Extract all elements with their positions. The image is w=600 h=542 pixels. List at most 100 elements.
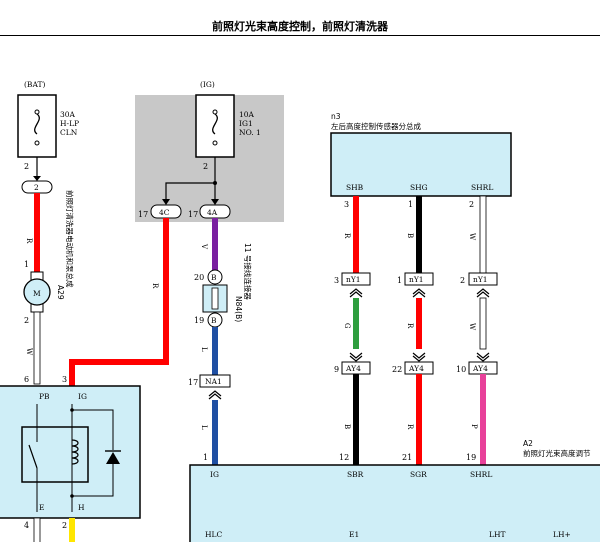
bat-fuse-pin: 2 (24, 162, 29, 171)
conn-ny1a-label: nY1 (346, 275, 361, 284)
ig-fuse-element-icon (212, 113, 218, 135)
ig-fuse-terminal-bottom (212, 140, 218, 146)
conn-ay4a-label: AY4 (345, 364, 361, 373)
bat-arrow-icon (33, 176, 41, 181)
mid-green-wire-code: G (343, 323, 351, 329)
conn-ny1c (468, 272, 498, 286)
bat-fuse-name1: H-LP (60, 119, 79, 128)
ecu-num-sbr: 12 (339, 453, 349, 462)
conn-4a-pin: 17 (188, 210, 198, 219)
bat-fuse-name2: CLN (60, 128, 78, 137)
relay-pin-e: E (39, 503, 44, 512)
conn-ay4b-label: AY4 (408, 364, 424, 373)
relay-diode-return (72, 464, 114, 497)
ny1c-chevron-icon (476, 288, 490, 298)
ecu-num-ig: 1 (203, 453, 208, 462)
sensor-id: n3 (331, 112, 341, 121)
ig-fuse-rating: 10A (239, 110, 255, 119)
motor-white-wire-code: W (25, 348, 33, 356)
ig-fuse-box (195, 94, 235, 158)
ecu-num-shrl: 19 (466, 453, 476, 462)
ecu-pin-e1: E1 (349, 530, 359, 539)
low-pink-wire-code: P (470, 424, 478, 429)
relay-coil-icon (71, 439, 79, 465)
conn-na1 (199, 374, 231, 388)
bat-fuse-box (17, 94, 57, 158)
conn-4a-label: 4A (207, 208, 218, 217)
ny1a-pin: 3 (334, 276, 339, 285)
ecu-pin-sgr: SGR (410, 470, 427, 479)
ig-wire-branch (165, 182, 215, 203)
shg-wire-code: B (406, 233, 414, 238)
junction-b-top (207, 269, 223, 285)
ecu-pin-lht: LHT (489, 530, 506, 539)
ecu-pin-sbr: SBR (347, 470, 364, 479)
na1-pin: 17 (188, 378, 198, 387)
bat-fuse-element-icon (34, 113, 40, 135)
ay4c-chevron-icon (476, 352, 490, 362)
ay4a-chevron-icon (349, 352, 363, 362)
ay4b-pin: 22 (392, 365, 402, 374)
motor-icon (23, 278, 51, 306)
violet-wire-code: V (200, 243, 208, 250)
ig-fuse-name1: IG1 (239, 119, 253, 128)
ig-arrow-4c-icon (162, 199, 170, 205)
junction-b-top-label: B (211, 273, 217, 282)
bat-source-label: (BAT) (24, 80, 45, 89)
junction-link (211, 287, 219, 310)
ny1b-pin: 1 (397, 276, 402, 285)
blue-wire-upper-code: L (200, 347, 208, 352)
bat-red-wire-code: R (25, 238, 33, 244)
ny1b-chevron-icon (412, 288, 426, 298)
bat-fuse-rating: 30A (60, 110, 76, 119)
sensor-name: 左后高度控制传感器分总成 (331, 121, 421, 131)
conn-ny1c-label: nY1 (473, 275, 488, 284)
relay-num-pb: 6 (24, 375, 29, 384)
ny1a-chevron-icon (349, 288, 363, 298)
low-red-wire-code: R (406, 424, 414, 430)
ig-fuse-name2: NO. 1 (239, 128, 261, 137)
relay-ig-branch (72, 409, 114, 450)
relay-pin-h: H (78, 503, 85, 512)
bat-connector-label: 2 (34, 183, 39, 192)
conn-na1-label: NA1 (205, 377, 222, 386)
ig-red-wire-code: R (151, 283, 159, 289)
blue-wire-lower-code: L (200, 425, 208, 430)
bat-fuse-terminal-bottom (34, 140, 40, 146)
ecu-box (189, 464, 600, 542)
junction-b-bottom-label: B (211, 316, 217, 325)
title-rule (0, 35, 600, 36)
mid-red-wire-code: R (406, 323, 414, 329)
conn-ay4c-label: AY4 (472, 364, 488, 373)
sensor-box (330, 132, 512, 197)
ecu-id: A2 (523, 439, 533, 448)
motor-symbol: M (33, 289, 41, 298)
ay4a-pin: 9 (334, 365, 339, 374)
relay-inner-box (21, 426, 89, 483)
mid-white-wire-code: W (468, 323, 476, 331)
ig-red-wire (69, 218, 169, 386)
motor-white-wire (33, 311, 41, 385)
junction-pin-20: 20 (194, 273, 204, 282)
relay-num-h: 2 (62, 521, 67, 530)
bat-fuse-terminal-top (34, 109, 40, 115)
ay4c-pin: 10 (456, 365, 466, 374)
conn-ny1b-label: nY1 (409, 275, 424, 284)
ig-arrow-4a-icon (211, 199, 219, 205)
relay-pin-pb: PB (39, 392, 50, 401)
conn-4c-label: 4C (159, 208, 170, 217)
junction-pin-19: 19 (194, 316, 204, 325)
diode-icon (106, 452, 120, 464)
motor-pin-bottom: 2 (24, 316, 29, 325)
relay-pin-ig: IG (78, 392, 87, 401)
page-title: 前照灯光束高度控制，前照灯清洗器 (212, 20, 388, 33)
conn-ny1b (404, 272, 434, 286)
ig-source-label: (IG) (200, 80, 215, 89)
sensor-pin-name-shb: SHB (346, 183, 364, 192)
shrl-white-wire (479, 195, 487, 274)
sensor-pin-name-shrl: SHRL (471, 183, 493, 192)
ecu-pin-lhplus: LH+ (553, 530, 571, 539)
shrl-wire-code: W (468, 233, 476, 241)
junction-id: N84(B) (234, 296, 243, 322)
